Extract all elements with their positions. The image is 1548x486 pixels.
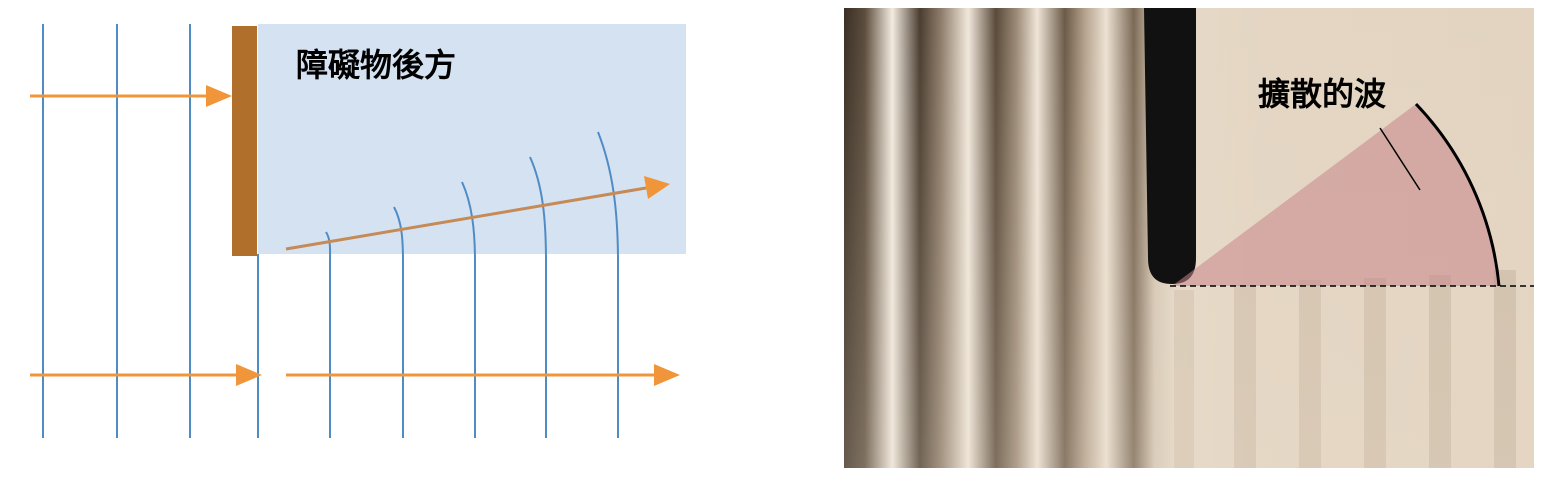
- diffraction-sector: [1172, 104, 1499, 286]
- wavefront-arc: [1414, 102, 1501, 287]
- shadow-region-label: 障礙物後方: [296, 46, 456, 84]
- diffracted-wavefront: [529, 156, 547, 438]
- diffracted-wavefront: [461, 181, 476, 438]
- diffracted-wavefront: [597, 131, 619, 438]
- photo-canvas: 擴散的波: [844, 8, 1534, 468]
- diffracted-wavefront: [393, 206, 404, 438]
- diagram-canvas: 障礙物後方: [30, 24, 686, 438]
- wave-diffraction-diagram: 障礙物後方: [0, 0, 700, 482]
- incident-arrow-top: [30, 85, 232, 107]
- diffracted-wavefront: [325, 231, 332, 438]
- transmitted-arrow-bottom: [286, 364, 680, 386]
- barrier: [232, 26, 257, 256]
- ripple-tank-photo: 擴散的波: [844, 0, 1534, 482]
- diffracted-arrow: [285, 176, 670, 251]
- spreading-wave-label: 擴散的波: [1258, 75, 1386, 113]
- label-leader-line: [1379, 127, 1421, 191]
- obstacle: [1144, 8, 1196, 284]
- incident-arrow-bottom: [30, 364, 262, 386]
